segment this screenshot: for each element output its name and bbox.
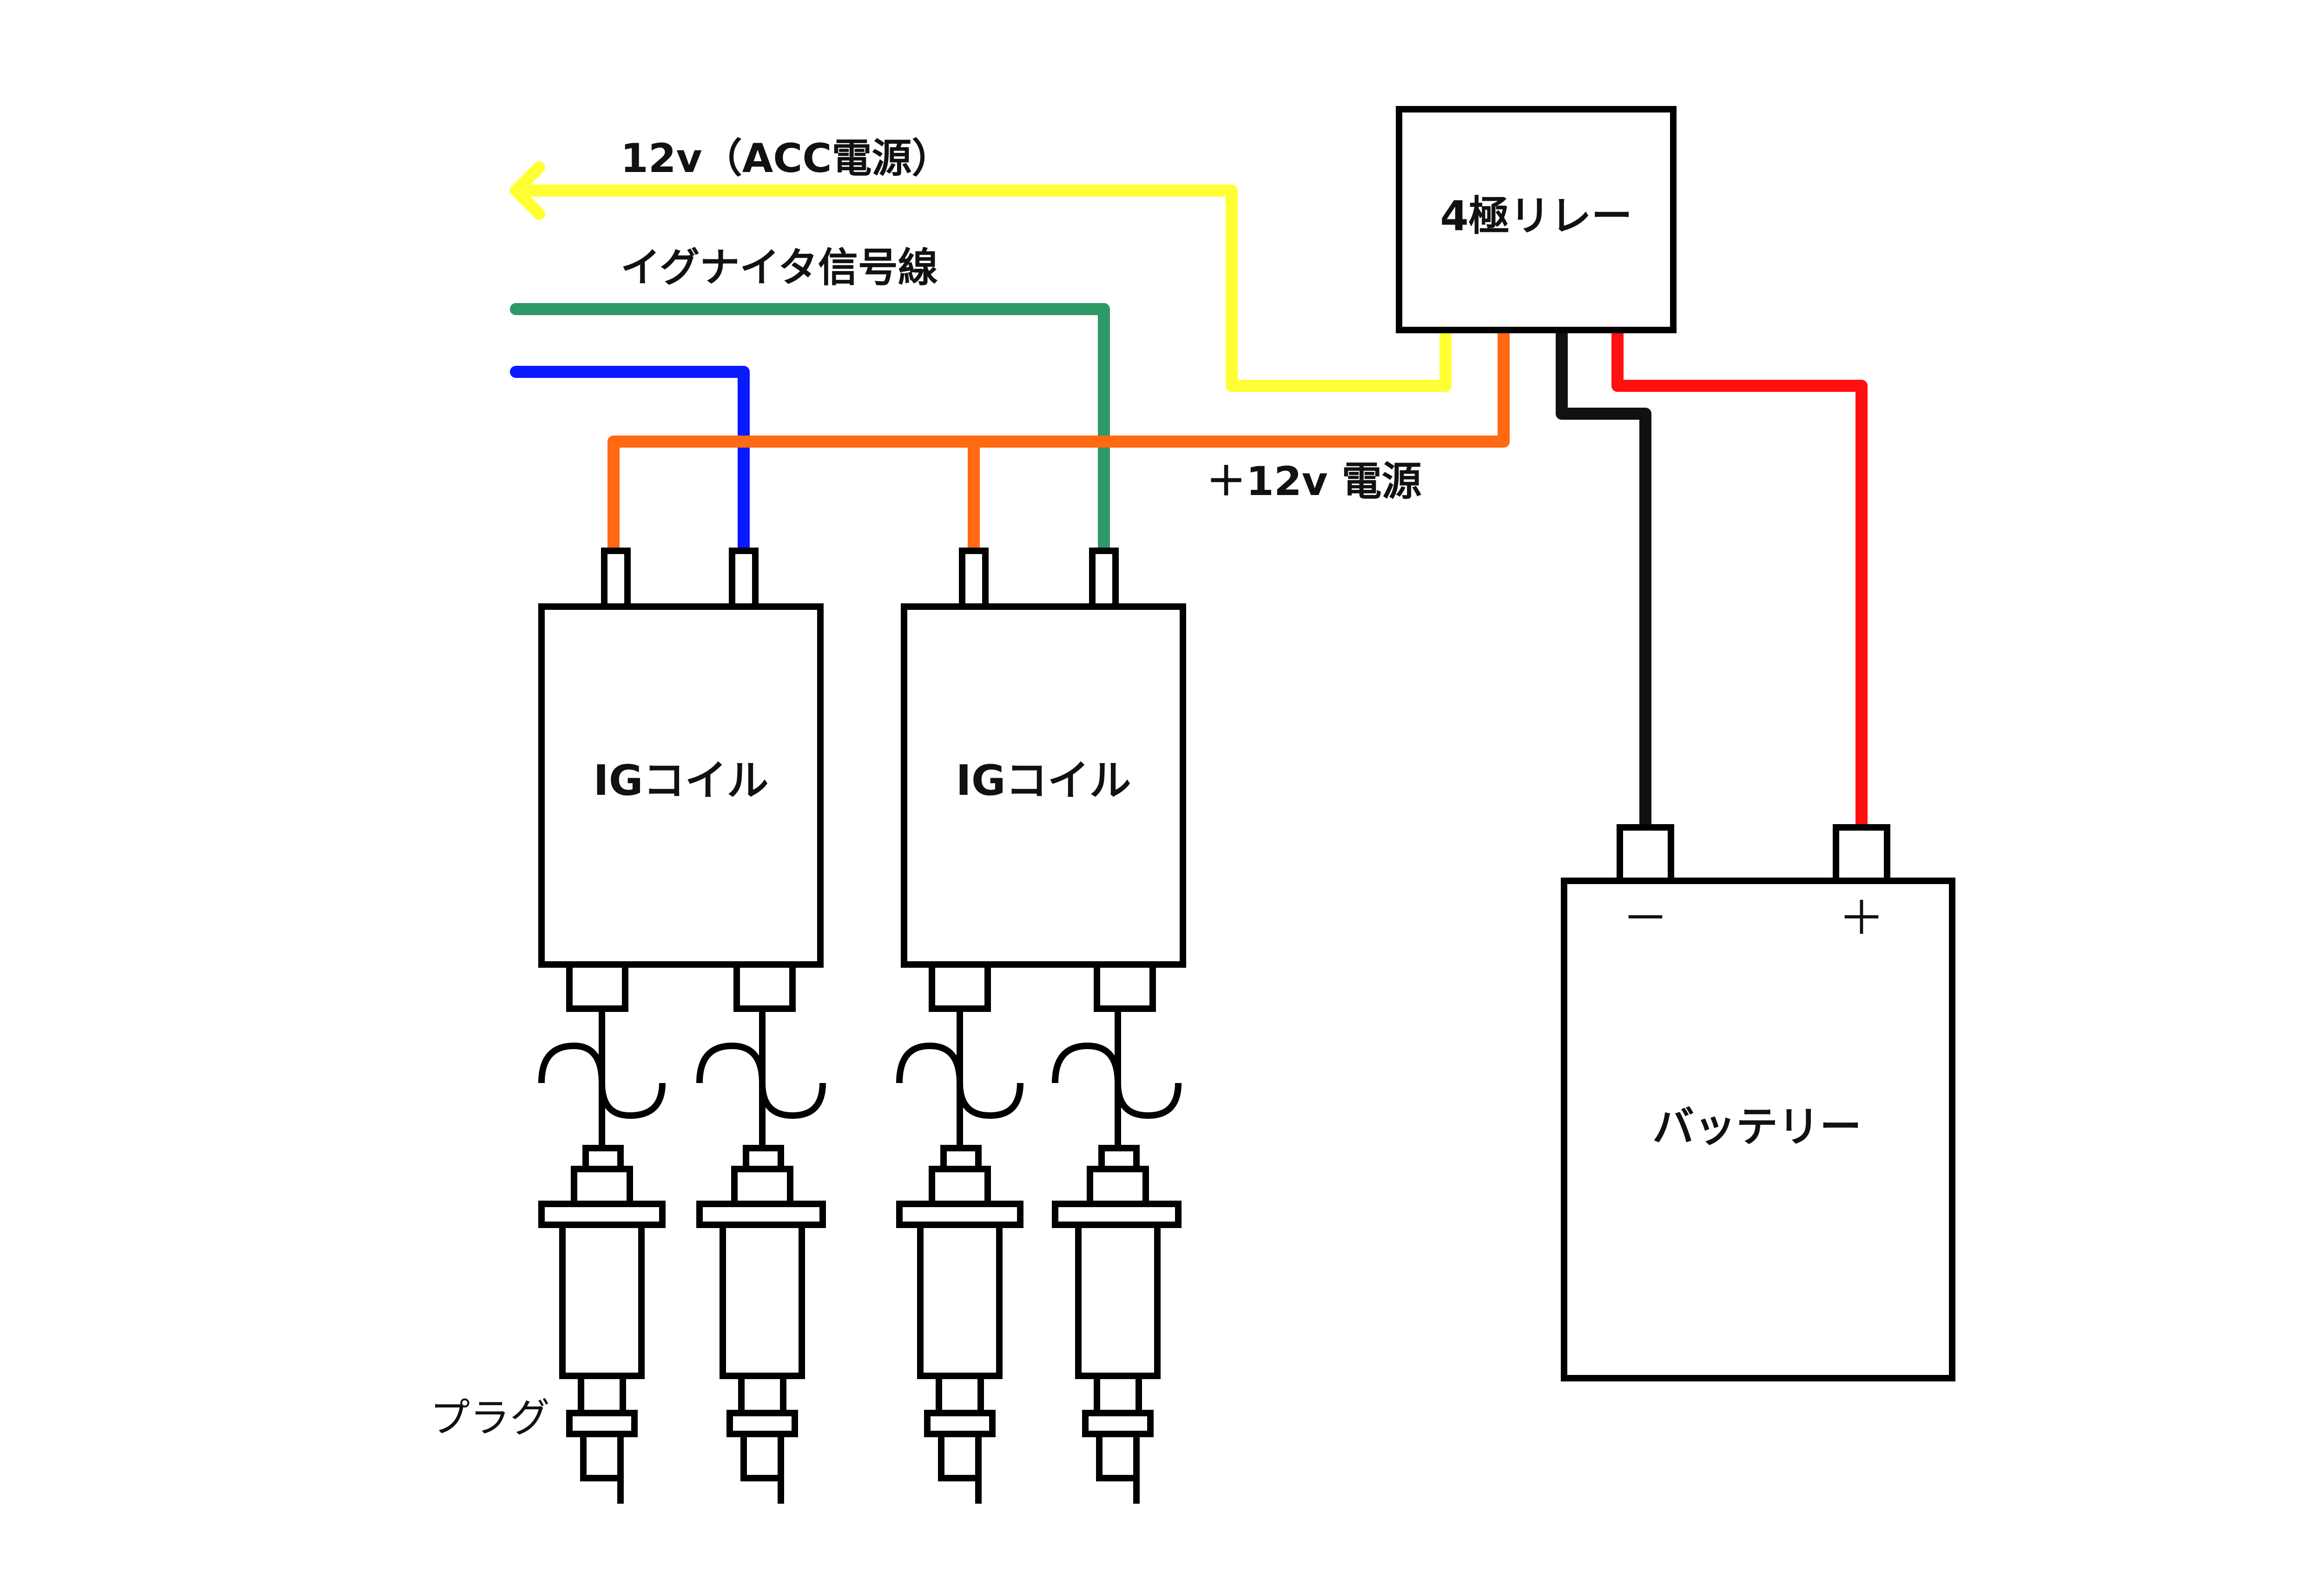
battery-positive-wire bbox=[1611, 329, 1868, 833]
spark-plug-1 bbox=[538, 1009, 666, 1504]
acc-arrow-head bbox=[510, 161, 545, 220]
ground-wire bbox=[1556, 329, 1651, 833]
signal-wire-blue bbox=[510, 366, 750, 557]
power-wire bbox=[607, 329, 1510, 557]
igniter-signal-wire bbox=[510, 303, 1110, 557]
battery: － ＋ バッテリー bbox=[1561, 824, 1955, 1381]
ig-coil-1-label: IGコイル bbox=[593, 756, 768, 805]
acc-label: 12v（ACC電源） bbox=[621, 135, 952, 182]
battery-negative-terminal bbox=[1617, 824, 1674, 884]
relay-box: 4極リレー bbox=[1396, 106, 1677, 333]
spark-plug-2 bbox=[696, 1009, 826, 1504]
battery-label: バッテリー bbox=[1652, 1103, 1862, 1151]
ig-coil-1: IGコイル bbox=[538, 548, 824, 1012]
acc-wire bbox=[510, 185, 1452, 392]
ig-coil-2-label: IGコイル bbox=[956, 756, 1131, 805]
plug-label: プラグ bbox=[430, 1395, 550, 1441]
relay-label: 4極リレー bbox=[1440, 192, 1632, 240]
ig-coil-2: IGコイル bbox=[901, 548, 1186, 1012]
battery-positive-mark: ＋ bbox=[1838, 891, 1885, 945]
igniter-signal-label: イグナイタ信号線 bbox=[621, 244, 938, 291]
power-label: ＋12v 電源 bbox=[1206, 458, 1422, 505]
battery-negative-mark: － bbox=[1622, 891, 1669, 945]
battery-positive-terminal bbox=[1833, 824, 1890, 884]
spark-plug-3 bbox=[896, 1009, 1023, 1504]
spark-plug-4 bbox=[1052, 1009, 1182, 1504]
